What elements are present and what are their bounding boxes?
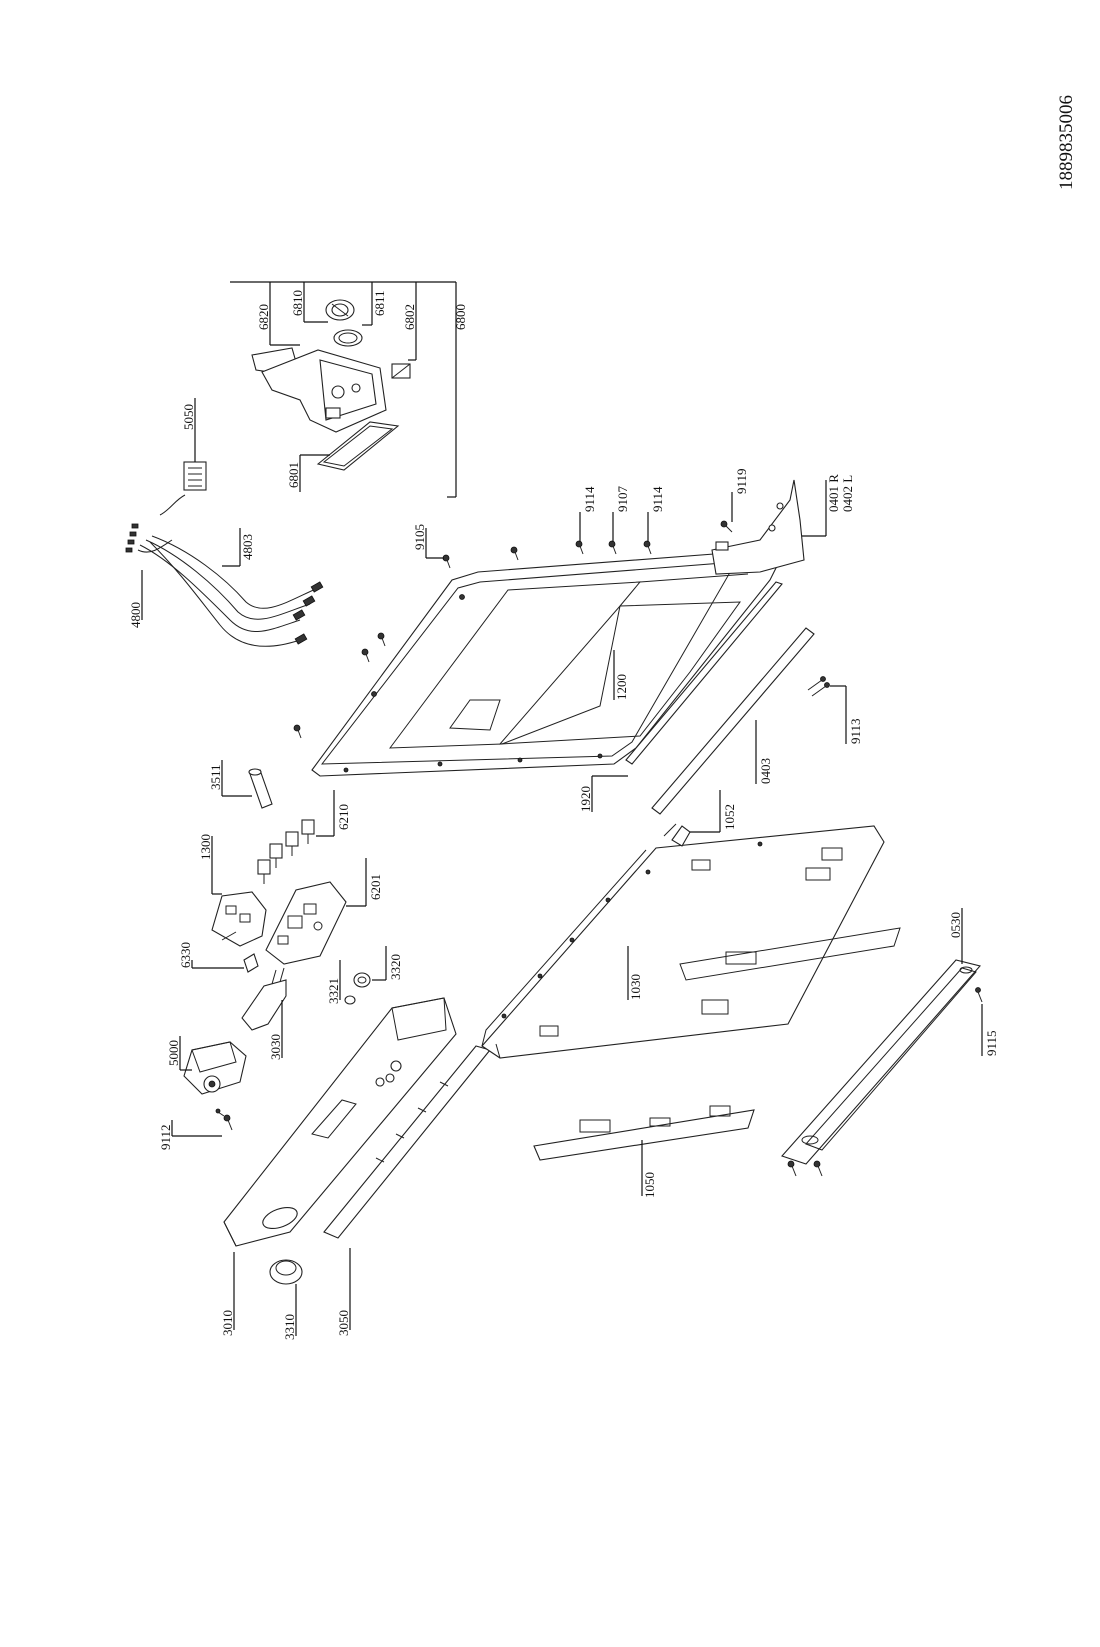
part-3030 <box>241 967 287 1031</box>
part-5000 <box>183 1041 247 1095</box>
control-panel-3010 <box>223 997 457 1247</box>
label-1050: 1050 <box>642 1172 657 1198</box>
label-9114-b: 9114 <box>650 486 665 512</box>
label-3511: 3511 <box>208 764 223 790</box>
label-6820: 6820 <box>256 304 271 330</box>
label-9107: 9107 <box>615 486 630 513</box>
inner-door-1200 <box>311 551 781 777</box>
label-6810: 6810 <box>290 290 305 316</box>
knobs-3321-3320 <box>344 972 371 1005</box>
label-6330: 6330 <box>178 942 193 968</box>
screws-9113 <box>807 676 830 697</box>
label-9113: 9113 <box>848 718 863 744</box>
label-4803: 4803 <box>240 534 255 560</box>
gasket-6801 <box>316 421 400 471</box>
label-1920: 1920 <box>578 786 593 812</box>
label-5000: 5000 <box>166 1040 181 1066</box>
screw-9112 <box>215 1108 233 1131</box>
label-9119: 9119 <box>734 468 749 494</box>
pcb-6201 <box>265 881 347 965</box>
wiring-harness <box>125 494 324 647</box>
label-3050: 3050 <box>336 1310 351 1336</box>
ring-6811 <box>333 329 363 347</box>
document-id: 1889835006 <box>1056 95 1077 190</box>
part-3511 <box>248 768 273 809</box>
part-6802 <box>391 363 411 379</box>
label-3030: 3030 <box>268 1034 283 1060</box>
label-1300: 1300 <box>198 834 213 860</box>
label-6801: 6801 <box>286 462 301 488</box>
label-1200: 1200 <box>614 674 629 700</box>
strip-0403 <box>651 627 815 815</box>
label-9115: 9115 <box>984 1030 999 1056</box>
connector-5050 <box>183 461 207 491</box>
kick-plate-0530 <box>781 959 982 1165</box>
group-6800-bracket <box>230 281 457 498</box>
seal-1920 <box>625 581 783 765</box>
label-6201: 6201 <box>368 874 383 900</box>
label-3010: 3010 <box>220 1310 235 1336</box>
label-4800: 4800 <box>128 602 143 628</box>
part-6330 <box>243 953 259 973</box>
label-0530: 0530 <box>948 912 963 938</box>
switches-6210 <box>257 819 315 884</box>
label-6800: 6800 <box>453 304 468 330</box>
label-3320: 3320 <box>388 954 403 980</box>
knob-6810 <box>325 299 355 321</box>
label-3321: 3321 <box>326 978 341 1004</box>
bracket-1052 <box>663 823 691 847</box>
door-screws <box>293 520 733 739</box>
label-5050: 5050 <box>181 404 196 430</box>
label-3310: 3310 <box>282 1314 297 1340</box>
label-6811: 6811 <box>372 290 387 316</box>
label-9105: 9105 <box>412 524 427 550</box>
label-0401: 0401 R <box>826 474 841 512</box>
rail-1050 <box>533 1105 755 1161</box>
label-9114-a: 9114 <box>582 486 597 512</box>
label-1052: 1052 <box>722 804 737 830</box>
hinge-0401-0402 <box>711 479 805 575</box>
label-0402: 0402 L <box>840 475 855 512</box>
label-6802: 6802 <box>402 304 417 330</box>
control-module <box>251 347 387 433</box>
label-1030: 1030 <box>628 974 643 1000</box>
knob-3310 <box>269 1259 303 1285</box>
label-9112: 9112 <box>158 1124 173 1150</box>
outer-panel-1030 <box>481 825 901 1059</box>
screws-9115 <box>787 991 983 1177</box>
part-1300 <box>211 891 267 947</box>
label-0403: 0403 <box>758 758 773 784</box>
label-6210: 6210 <box>336 804 351 830</box>
